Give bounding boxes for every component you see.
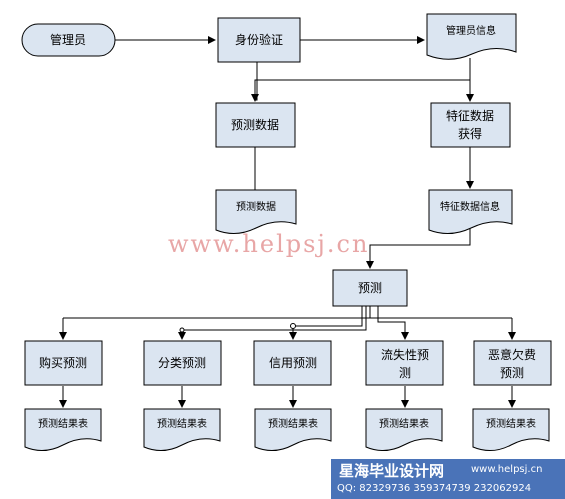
node-churn-label-1: 流失性预 xyxy=(381,347,429,362)
node-predict-label: 预测 xyxy=(358,281,382,295)
arrow-to-classify xyxy=(178,306,367,340)
node-predict-data-doc: 预测数据 xyxy=(215,189,297,234)
node-admin-info-label: 管理员信息 xyxy=(446,24,496,37)
junction-classify xyxy=(179,327,185,333)
node-admin-label: 管理员 xyxy=(50,32,86,47)
node-feature-info-doc: 特征数据信息 xyxy=(428,189,513,234)
node-feature-get: 特征数据 获得 xyxy=(430,102,511,148)
result-doc-label: 预测结果表 xyxy=(157,417,207,430)
node-malicious: 恶意欠费 预测 xyxy=(473,340,552,386)
node-purchase-label: 购买预测 xyxy=(39,355,87,370)
node-feature-info-doc-label: 特征数据信息 xyxy=(440,200,500,213)
arrow-to-churn xyxy=(377,306,409,340)
result-doc-label: 预测结果表 xyxy=(379,417,429,430)
node-admin-info: 管理员信息 xyxy=(426,13,517,60)
node-predict-data: 预测数据 xyxy=(215,102,296,148)
result-doc-label: 预测结果表 xyxy=(268,417,318,430)
node-result-doc-purchase: 预测结果表 xyxy=(24,408,102,451)
node-classify-label: 分类预测 xyxy=(158,356,206,370)
node-predict-data-doc-label: 预测数据 xyxy=(236,200,276,213)
site-banner: 星海毕业设计网 www.helpsj.cn QQ: 82329736 35937… xyxy=(331,459,565,499)
arrow-to-credit xyxy=(289,306,363,340)
junction-credit xyxy=(290,323,296,329)
banner-qq: QQ: 82329736 359374739 232062924 xyxy=(337,483,532,494)
node-credit-label: 信用预测 xyxy=(269,356,317,370)
node-auth-label: 身份验证 xyxy=(235,32,283,47)
watermark-text: www.helpsj.cn xyxy=(168,230,369,258)
node-malicious-label-1: 恶意欠费 xyxy=(488,347,536,362)
banner-url[interactable]: www.helpsj.cn xyxy=(471,464,543,475)
result-doc-label: 预测结果表 xyxy=(486,417,536,430)
node-feature-get-label-1: 特征数据 xyxy=(446,108,494,123)
node-churn-label-2: 测 xyxy=(399,366,411,380)
node-churn: 流失性预 测 xyxy=(365,340,444,386)
node-feature-get-label-2: 获得 xyxy=(458,126,482,141)
banner-title: 星海毕业设计网 xyxy=(339,462,445,480)
node-auth: 身份验证 xyxy=(217,17,301,63)
node-result-doc-classify: 预测结果表 xyxy=(143,408,221,451)
node-result-doc-malicious: 预测结果表 xyxy=(472,408,550,451)
arrow-to-predict-data xyxy=(251,58,471,102)
node-predict: 预测 xyxy=(332,269,408,307)
node-credit: 信用预测 xyxy=(253,340,332,386)
node-admin: 管理员 xyxy=(21,23,116,57)
node-classify: 分类预测 xyxy=(143,340,222,386)
node-malicious-label-2: 预测 xyxy=(500,366,524,380)
node-result-doc-credit: 预测结果表 xyxy=(254,408,332,451)
node-predict-data-label: 预测数据 xyxy=(231,117,279,132)
arrow-feature-doc-to-predict xyxy=(366,227,471,269)
node-purchase: 购买预测 xyxy=(24,340,103,386)
node-result-doc-churn: 预测结果表 xyxy=(365,408,443,451)
result-doc-label: 预测结果表 xyxy=(38,417,88,430)
connector-lines xyxy=(59,36,516,408)
